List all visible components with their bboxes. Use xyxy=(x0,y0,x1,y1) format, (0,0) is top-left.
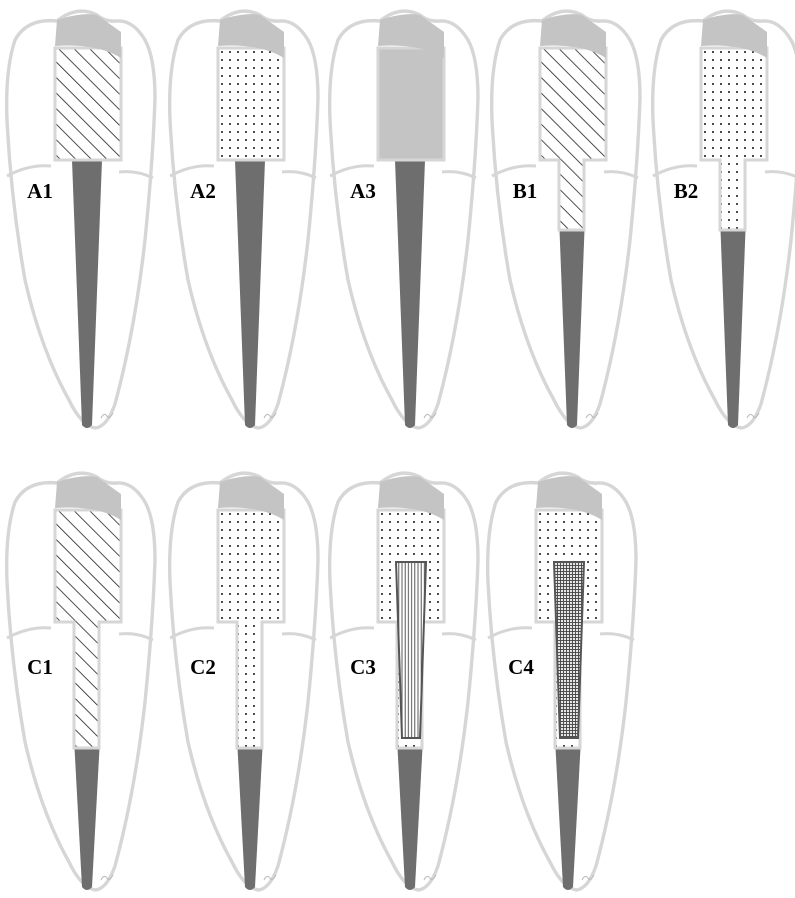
tooth-label: B1 xyxy=(513,179,538,203)
tooth-a1: A1 xyxy=(7,11,155,428)
restoration-fill-solid-gray xyxy=(378,48,444,160)
tooth-label: B2 xyxy=(674,179,699,203)
tooth-label: A3 xyxy=(350,179,376,203)
tooth-c2: C2 xyxy=(170,473,318,890)
tooth-b1: B1 xyxy=(492,11,640,428)
tooth-label: A2 xyxy=(190,179,216,203)
tooth-a2: A2 xyxy=(170,11,318,428)
tooth-a3: A3 xyxy=(330,11,478,428)
fiber-post xyxy=(396,562,426,738)
tooth-label: A1 xyxy=(27,179,53,203)
tooth-label: C4 xyxy=(508,655,534,679)
tooth-label: C2 xyxy=(190,655,216,679)
restoration-fill-hatch xyxy=(55,48,121,160)
tooth-b2: B2 xyxy=(653,11,795,428)
restoration-fill-dots xyxy=(218,48,284,160)
tooth-label: C1 xyxy=(27,655,53,679)
tooth-c1: C1 xyxy=(7,473,155,890)
tooth-c3: C3 xyxy=(330,473,478,890)
fiber-post xyxy=(554,562,584,738)
tooth-label: C3 xyxy=(350,655,376,679)
tooth-c4: C4 xyxy=(488,473,636,890)
